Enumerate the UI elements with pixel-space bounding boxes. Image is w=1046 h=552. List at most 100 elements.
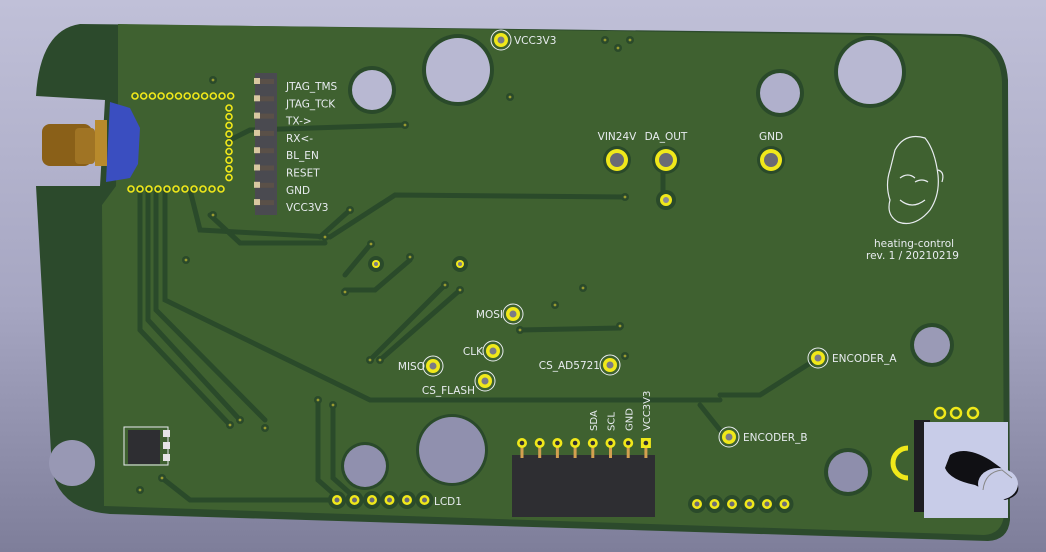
module-pad — [208, 185, 216, 193]
via-drill — [628, 38, 632, 42]
test-point-drill — [725, 433, 733, 441]
via-drill — [618, 324, 622, 328]
power-pad-drill — [764, 153, 778, 167]
jtag-pin[interactable] — [254, 199, 260, 206]
lcd-pad-drill — [422, 497, 427, 503]
lcd-pad-drill — [352, 497, 357, 503]
module-pad — [225, 165, 233, 173]
lcd-connector[interactable] — [328, 491, 434, 509]
antenna-connector[interactable] — [42, 102, 140, 182]
test-point-ring — [474, 370, 496, 392]
test-point-label: VCC3V3 — [514, 35, 556, 47]
jtag-header[interactable] — [254, 73, 277, 215]
lcd-pad-drill — [404, 497, 410, 503]
test-point-drill — [497, 36, 505, 44]
via-drill — [348, 208, 352, 212]
module-pad — [163, 185, 171, 193]
board-name: heating-control — [874, 238, 954, 250]
lcd-pad-drill — [334, 497, 340, 503]
jtag-pin[interactable] — [254, 78, 260, 84]
module-pad — [192, 92, 200, 100]
power-pad-drill — [610, 153, 624, 167]
via-drill — [616, 46, 620, 50]
pad-drill — [782, 501, 787, 507]
via-pad-drill — [458, 262, 462, 266]
jtag-pin[interactable] — [254, 129, 260, 136]
i2c-pin-drill — [555, 440, 560, 446]
module-pad — [209, 92, 218, 100]
i2c-pin-lead — [555, 444, 559, 458]
lcd-label: LCD1 — [434, 496, 462, 508]
jtag-pin[interactable] — [254, 164, 260, 171]
i2c-pin-drill — [625, 440, 631, 446]
test-point-drill — [606, 361, 614, 369]
test-point-label: ENCODER_A — [832, 353, 897, 365]
power-pad-label: GND — [759, 131, 783, 143]
i2c-header[interactable] — [512, 438, 655, 517]
i2c-pin-lead — [644, 444, 648, 458]
pad-drill — [729, 501, 735, 507]
via-drill — [443, 283, 447, 287]
logo-face — [886, 135, 944, 225]
test-point-drill — [489, 347, 497, 355]
pad-drill — [712, 501, 717, 507]
module-pad — [131, 92, 139, 100]
via-drill — [623, 195, 627, 199]
via-drill — [331, 403, 335, 407]
test-point-label: MISO — [398, 361, 425, 373]
mounting-holes — [49, 34, 954, 496]
module-pad — [225, 147, 233, 156]
via-drill — [369, 242, 373, 246]
module-pad — [172, 185, 180, 193]
jtag-label: RX<- — [286, 133, 313, 145]
module-pad — [225, 112, 233, 121]
i2c-pin-drill — [572, 440, 578, 446]
jtag-pin-lead — [260, 165, 274, 171]
via-drill — [263, 426, 267, 430]
i2c-pin-drill — [643, 440, 649, 446]
da-out-via-drill — [663, 197, 669, 203]
test-point-drill — [509, 310, 517, 318]
module-pad — [225, 121, 233, 130]
test-point-ring — [599, 354, 621, 376]
via-drill — [211, 213, 215, 217]
jtag-pin[interactable] — [254, 112, 260, 119]
via-drill — [184, 258, 188, 262]
copper-tracks — [137, 122, 818, 503]
test-point-drill — [481, 377, 489, 385]
jtag-pin-lead — [260, 130, 274, 136]
module-pad — [225, 139, 233, 147]
encoder-pad-row[interactable] — [688, 495, 794, 513]
jtag-label: RESET — [286, 168, 320, 180]
module-pad — [225, 173, 233, 182]
jtag-pin[interactable] — [254, 147, 260, 154]
flash-chip[interactable] — [123, 426, 170, 466]
via-drill — [316, 398, 320, 402]
test-point-ring — [502, 303, 524, 325]
via-drill — [603, 38, 607, 42]
via-pad-drill — [374, 262, 378, 266]
test-point-ring — [718, 426, 740, 448]
jtag-pin[interactable] — [254, 95, 260, 102]
i2c-label: SDA — [589, 410, 600, 431]
jtag-pin-lead — [260, 148, 274, 154]
i2c-label: SCL — [607, 412, 618, 431]
test-point-label: MOSI — [476, 309, 503, 321]
jtag-label: GND — [286, 185, 310, 197]
jtag-pin-lead — [260, 96, 274, 102]
vias — [136, 36, 634, 494]
module-pad — [166, 92, 174, 100]
i2c-pin-drill — [590, 440, 596, 446]
jtag-pin[interactable] — [254, 181, 260, 188]
module-pad — [190, 185, 198, 193]
rotary-encoder[interactable] — [890, 406, 1019, 518]
via-drill — [238, 418, 242, 422]
test-point-ring — [807, 347, 829, 369]
module-pad — [225, 156, 233, 164]
jtag-label: JTAG_TMS — [285, 81, 338, 93]
i2c-pin-drill — [608, 440, 613, 446]
i2c-label: GND — [624, 408, 635, 431]
module-pad — [127, 185, 135, 193]
jtag-label: VCC3V3 — [286, 202, 328, 214]
